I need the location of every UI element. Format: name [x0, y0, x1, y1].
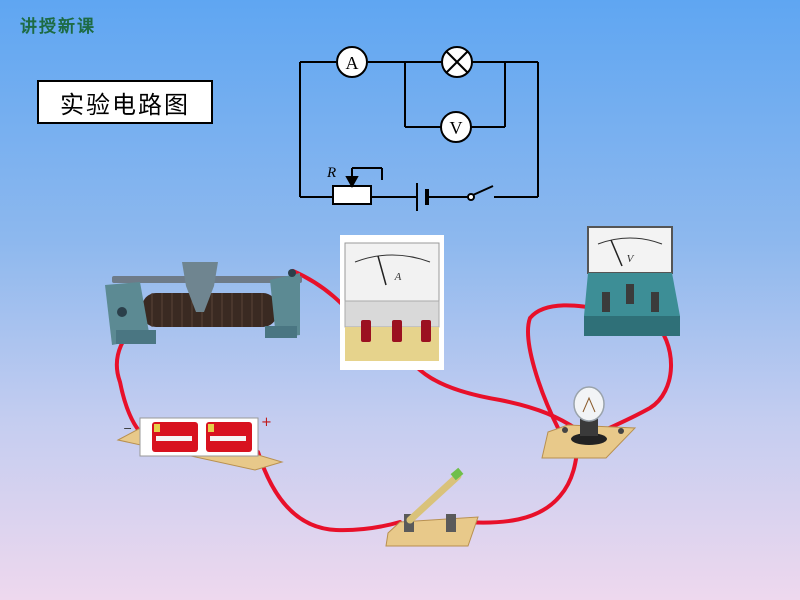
battery-holder: − +: [116, 415, 284, 471]
battery-minus-label: −: [123, 422, 132, 435]
ammeter-symbol: A: [336, 46, 368, 78]
battery-plus-label: +: [261, 415, 272, 430]
lamp-symbol: [441, 46, 473, 78]
voltmeter-symbol-label: V: [450, 118, 463, 138]
sliding-rheostat: [105, 262, 302, 345]
ammeter: A: [340, 235, 444, 370]
switch-symbol: [467, 185, 494, 201]
voltmeter: V: [584, 226, 680, 336]
circuit-schematic: [299, 61, 539, 198]
knife-switch: [385, 467, 479, 547]
ammeter-face-label: A: [394, 271, 402, 283]
rheostat-symbol-label: R: [326, 165, 336, 181]
light-bulb: [541, 386, 637, 459]
voltmeter-symbol: V: [440, 111, 472, 143]
rheostat-symbol: R: [326, 165, 383, 205]
voltmeter-face-label: V: [627, 253, 635, 265]
lesson-label: 实验电路图: [37, 80, 213, 124]
header-title: 讲授新课: [20, 17, 96, 37]
ammeter-symbol-label: A: [346, 53, 359, 73]
battery-symbol: [416, 183, 429, 211]
